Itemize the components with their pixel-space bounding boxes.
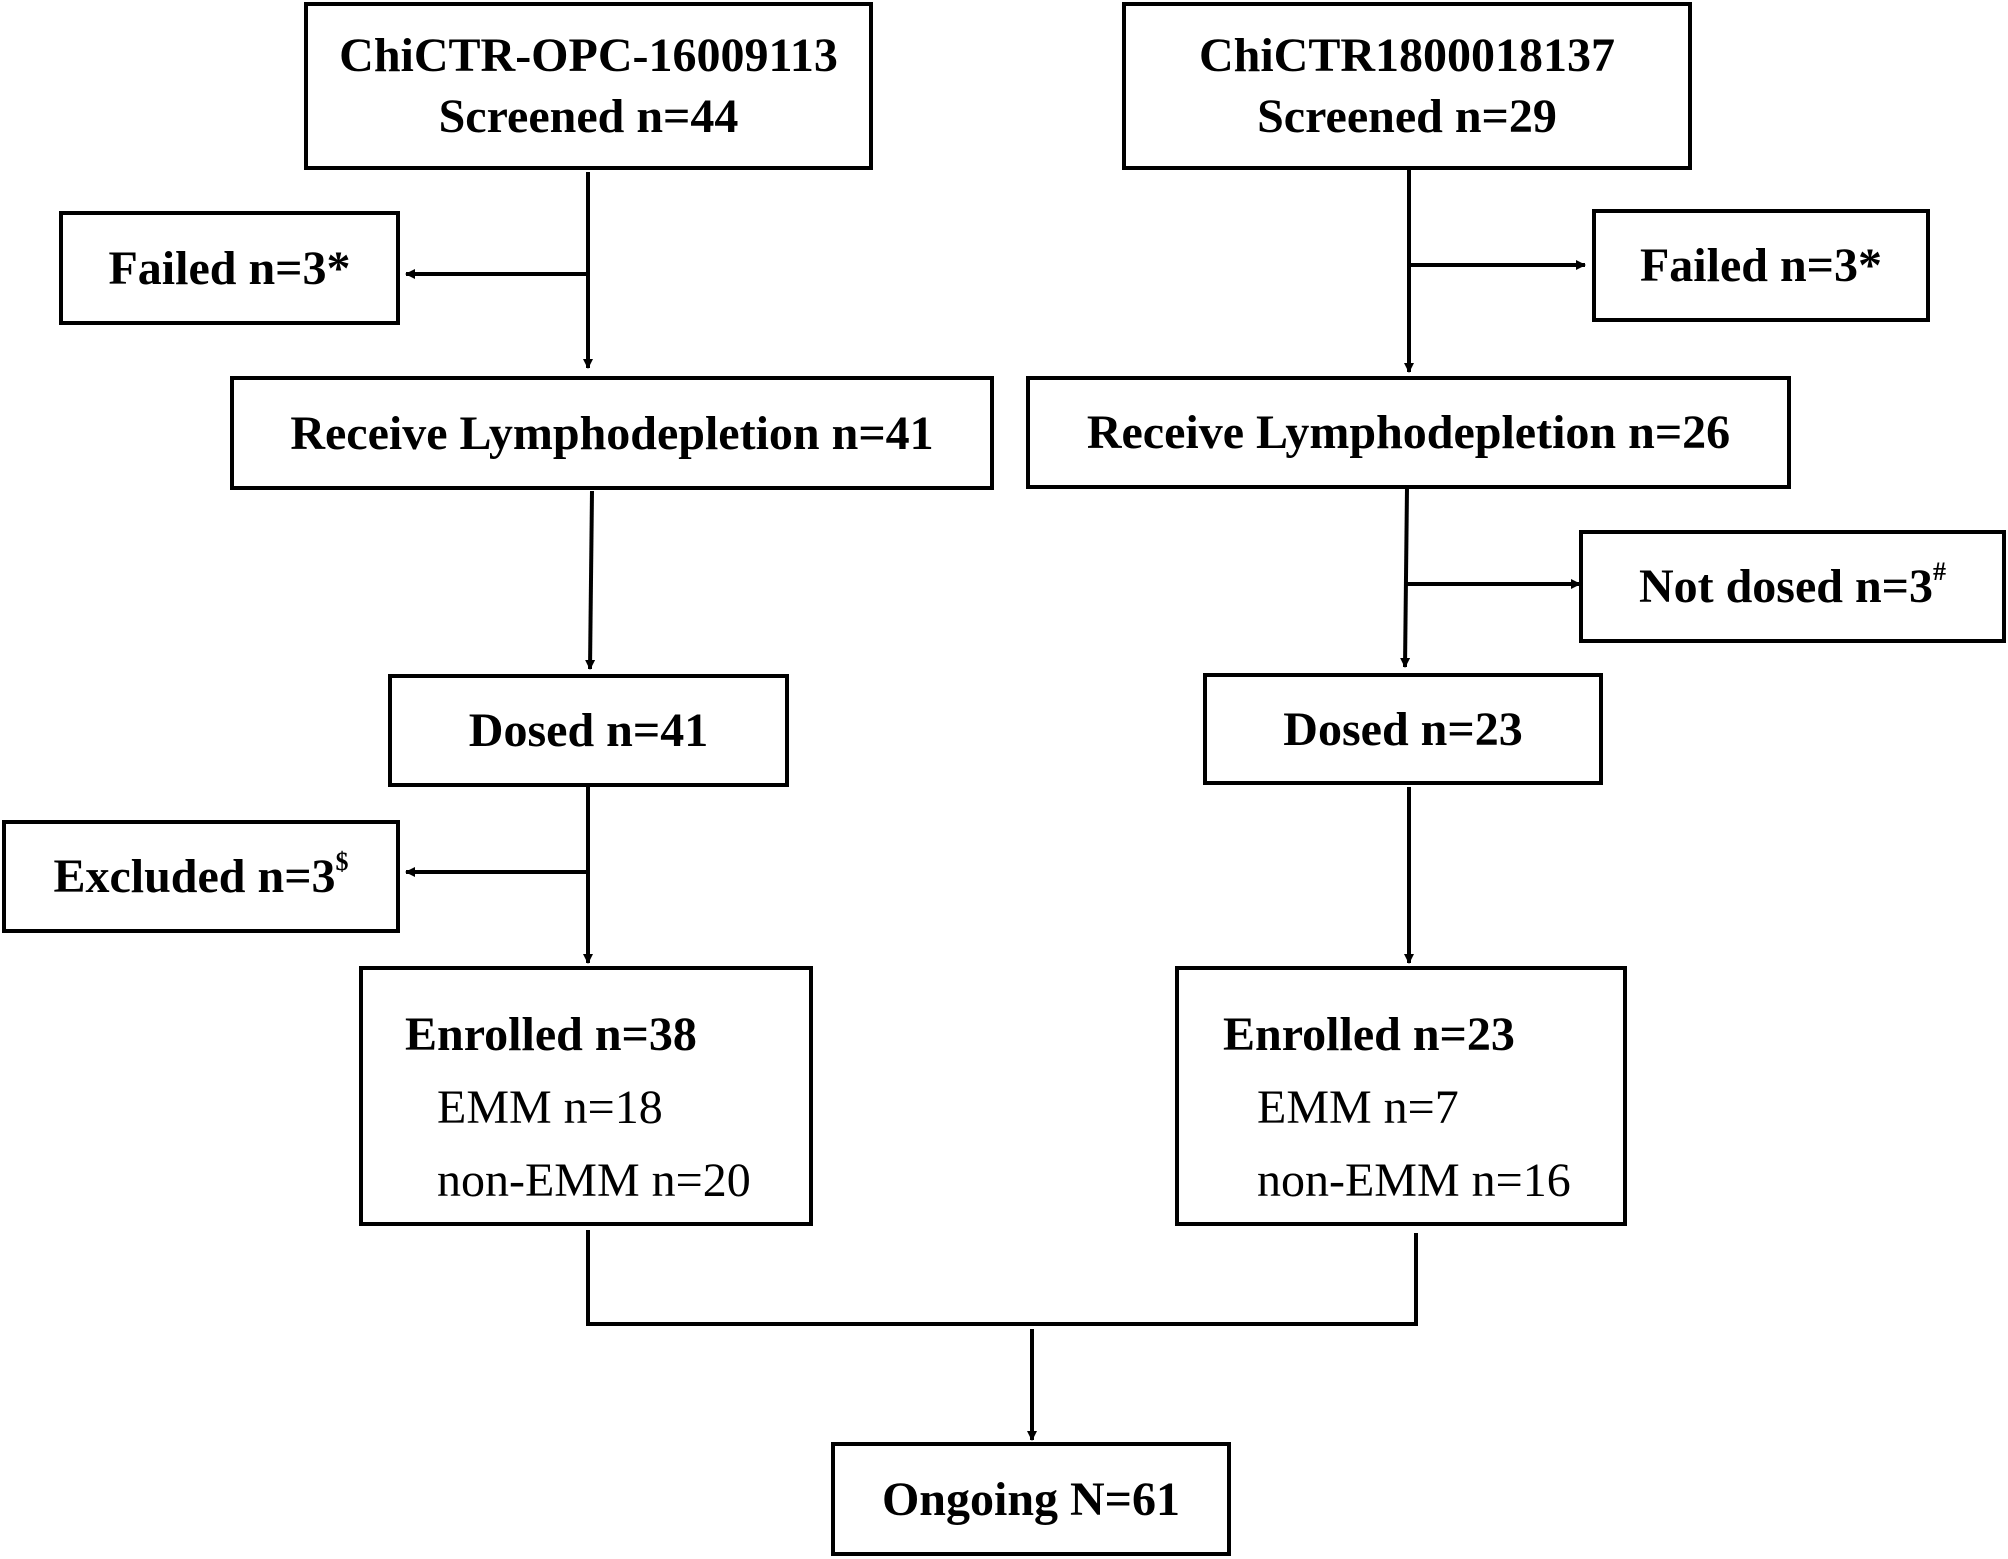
- left-lymphodepletion-label: Receive Lymphodepletion n=41: [290, 406, 934, 460]
- right-screened-count: Screened n=29: [1257, 90, 1557, 143]
- right-emm-count: EMM n=7: [1257, 1081, 1459, 1134]
- right-screened-box: ChiCTR1800018137 Screened n=29: [1122, 2, 1692, 170]
- right-failed-box: Failed n=3*: [1592, 209, 1930, 322]
- left-lymphodepletion-box: Receive Lymphodepletion n=41: [230, 376, 994, 490]
- right-non-emm-count: non-EMM n=16: [1257, 1154, 1571, 1207]
- left-screened-count: Screened n=44: [438, 90, 739, 143]
- ongoing-box: Ongoing N=61: [831, 1442, 1231, 1556]
- right-not-dosed-box: Not dosed n=3#: [1579, 530, 2006, 643]
- right-dosed-box: Dosed n=23: [1203, 673, 1603, 785]
- arrow-right-lympho-to-dosed: [1400, 487, 1411, 668]
- right-enrolled-label: Enrolled n=23: [1223, 1008, 1515, 1061]
- left-failed-label: Failed n=3*: [108, 241, 351, 295]
- right-lymphodepletion-label: Receive Lymphodepletion n=26: [1086, 406, 1731, 459]
- left-screened-box: ChiCTR-OPC-16009113 Screened n=44: [304, 2, 873, 170]
- not-dosed-footnote-mark: #: [1933, 557, 1947, 586]
- ongoing-label: Ongoing N=61: [881, 1472, 1181, 1526]
- right-not-dosed-label: Not dosed n=3#: [1638, 557, 1947, 614]
- left-non-emm-count: non-EMM n=20: [437, 1154, 751, 1207]
- left-excluded-label: Excluded n=3$: [53, 847, 349, 904]
- left-emm-count: EMM n=18: [437, 1081, 663, 1134]
- left-enrolled-label: Enrolled n=38: [405, 1008, 697, 1061]
- excluded-footnote-mark: $: [335, 847, 349, 876]
- right-dosed-label: Dosed n=23: [1283, 702, 1523, 756]
- left-failed-box: Failed n=3*: [59, 211, 400, 325]
- left-registry-id: ChiCTR-OPC-16009113: [339, 29, 838, 82]
- right-registry-id: ChiCTR1800018137: [1198, 29, 1616, 82]
- right-lymphodepletion-box: Receive Lymphodepletion n=26: [1026, 376, 1791, 489]
- right-enrolled-box: Enrolled n=23 EMM n=7 non-EMM n=16: [1175, 966, 1627, 1226]
- right-failed-label: Failed n=3*: [1639, 239, 1883, 292]
- left-enrolled-box: Enrolled n=38 EMM n=18 non-EMM n=20: [359, 966, 813, 1226]
- left-dosed-box: Dosed n=41: [388, 674, 789, 787]
- left-excluded-box: Excluded n=3$: [2, 820, 400, 933]
- merge-connector: [586, 1230, 1418, 1326]
- left-dosed-label: Dosed n=41: [468, 704, 709, 757]
- arrow-left-lympho-to-dosed: [585, 490, 596, 670]
